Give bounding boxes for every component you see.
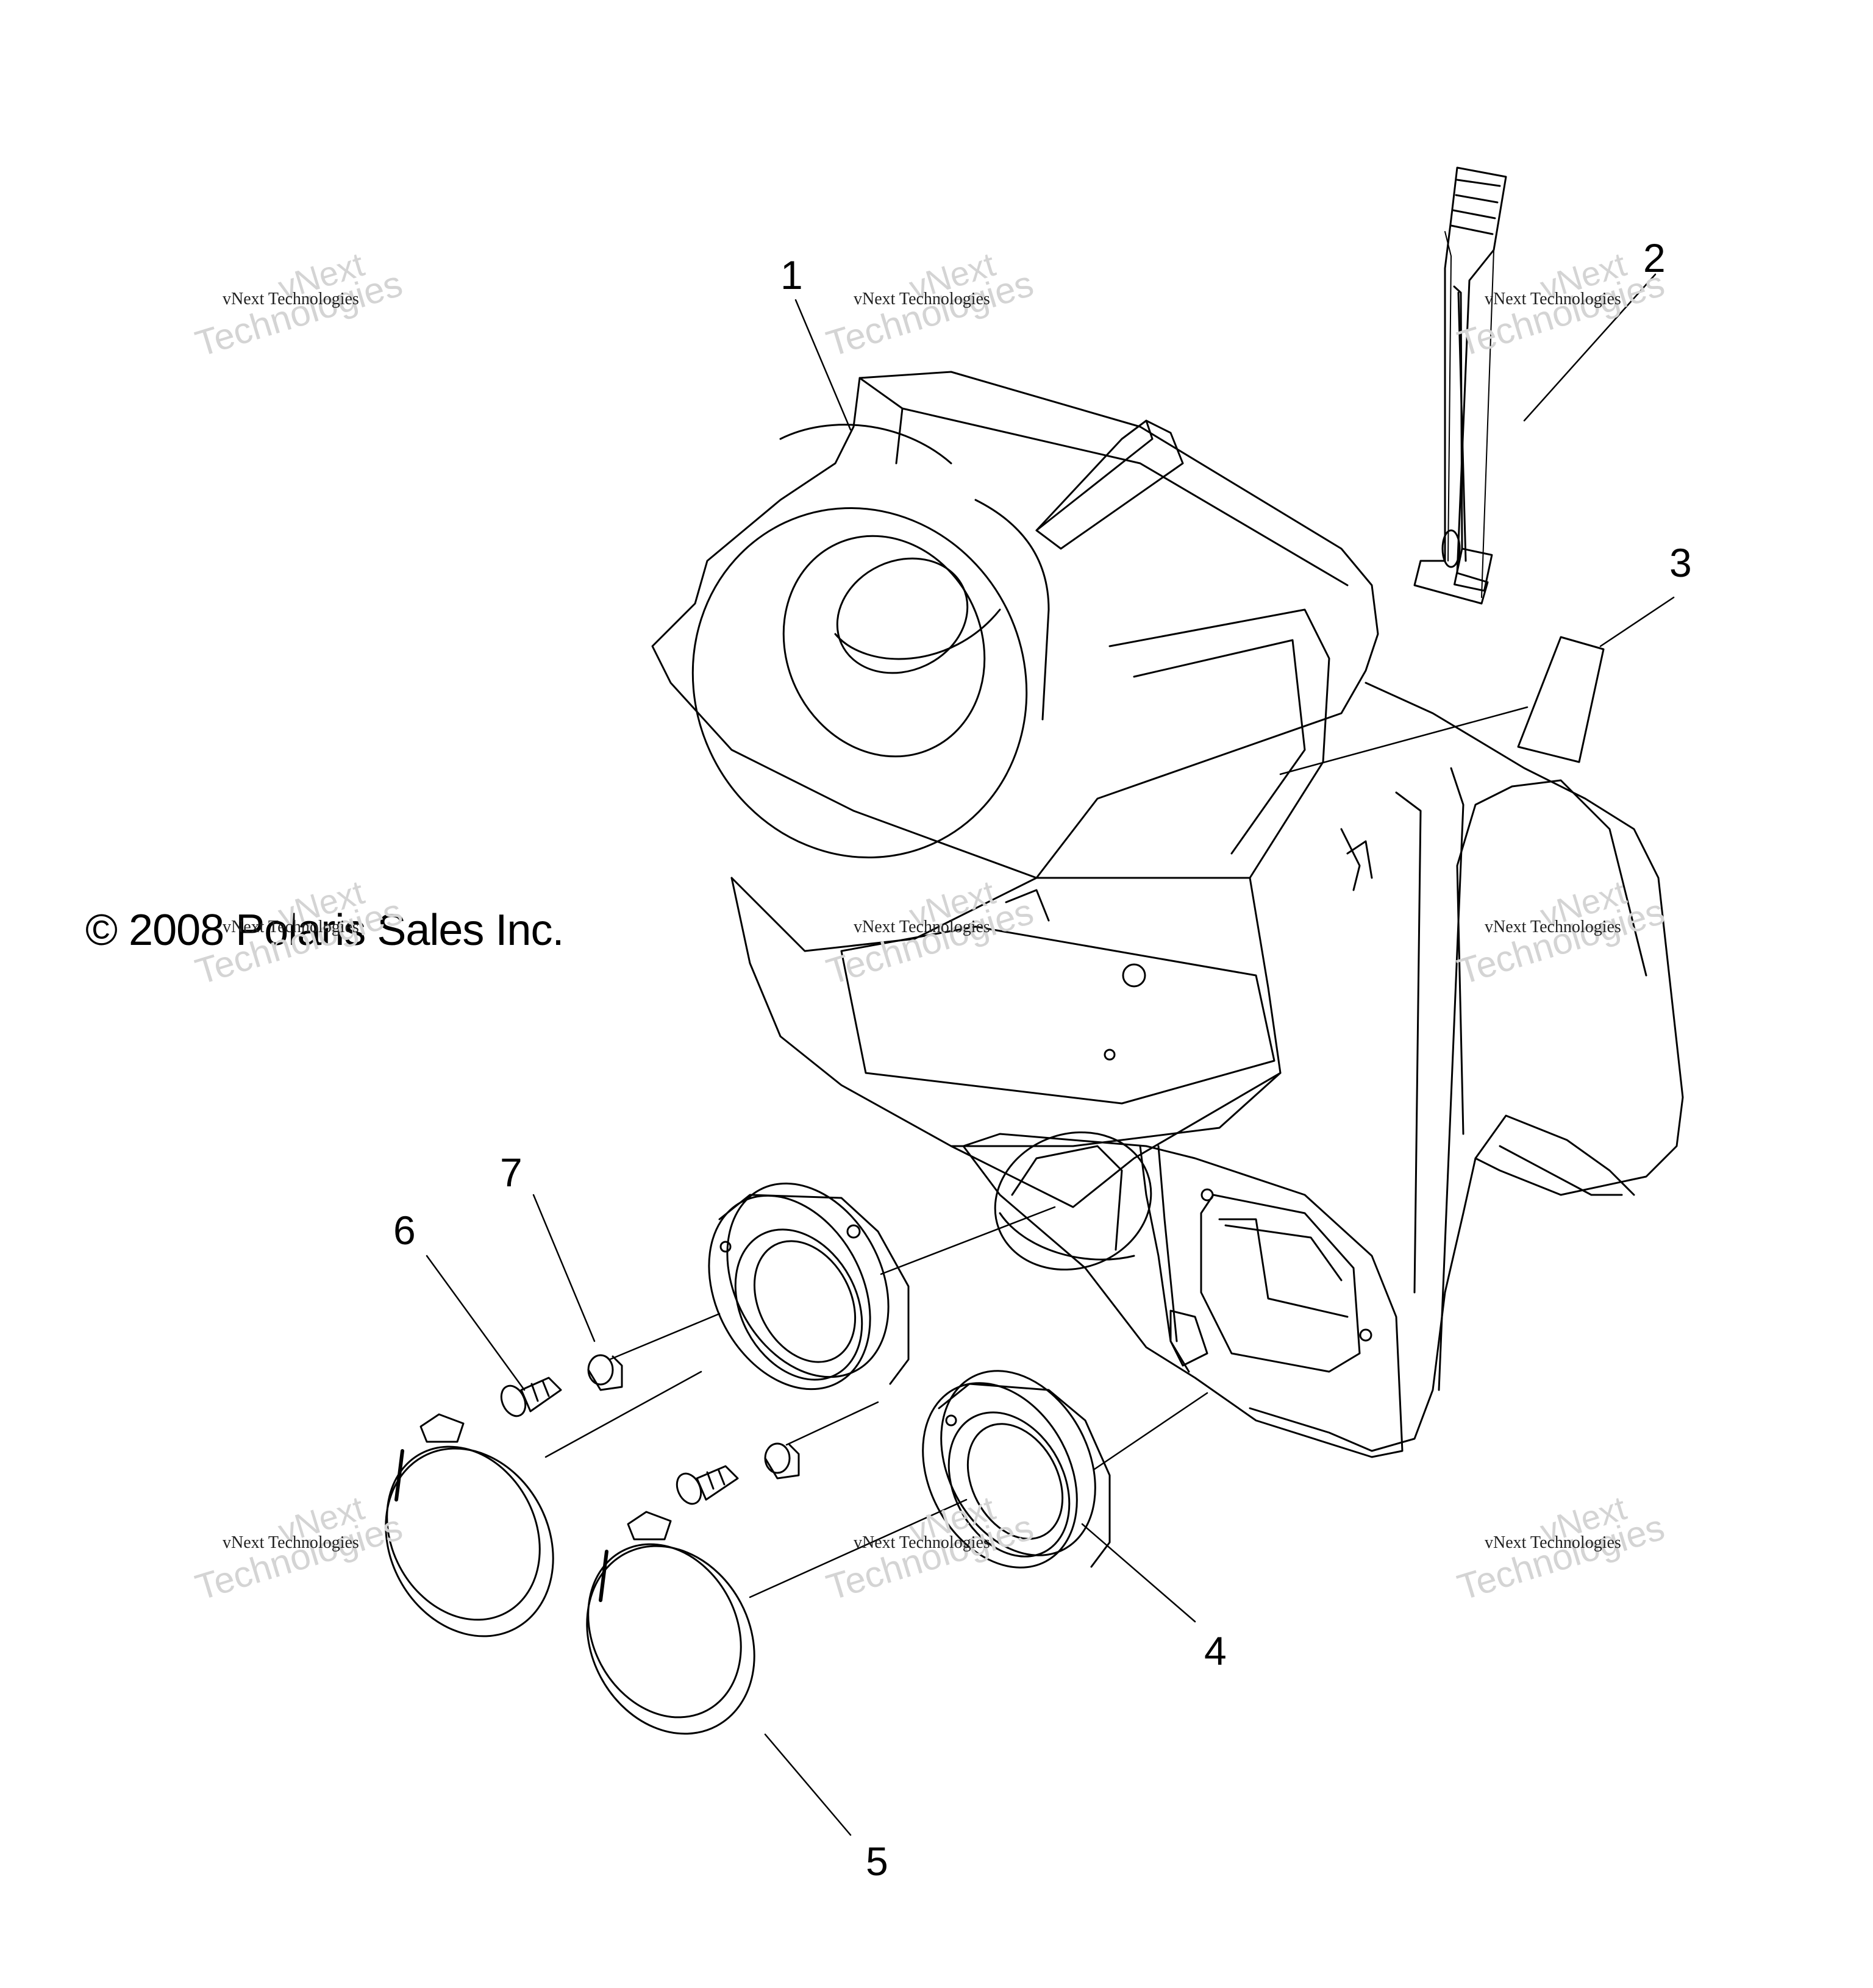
retaining-strap — [1413, 166, 1507, 605]
callout-3: 3 — [1669, 540, 1692, 585]
spacer-lower — [764, 1442, 800, 1480]
leader-lines — [426, 273, 1675, 1836]
spacer-upper — [587, 1354, 623, 1391]
intake-boot-lower — [922, 1370, 1111, 1569]
hose-clamp-upper — [385, 1413, 554, 1637]
callout-1: 1 — [780, 252, 803, 297]
push-rivet-upper — [500, 1377, 562, 1417]
callout-2: 2 — [1643, 235, 1666, 280]
callout-4: 4 — [1204, 1628, 1227, 1673]
callout-7: 7 — [500, 1150, 523, 1195]
copyright-notice: © 2008 Polaris Sales Inc. — [85, 906, 564, 955]
airbox-housing — [651, 371, 1684, 1458]
decal — [1517, 636, 1605, 763]
callout-5: 5 — [866, 1839, 888, 1884]
hose-clamp-lower — [586, 1511, 755, 1735]
callout-6: 6 — [393, 1208, 416, 1253]
intake-boot-upper — [708, 1182, 910, 1391]
push-rivet-lower — [676, 1465, 739, 1505]
